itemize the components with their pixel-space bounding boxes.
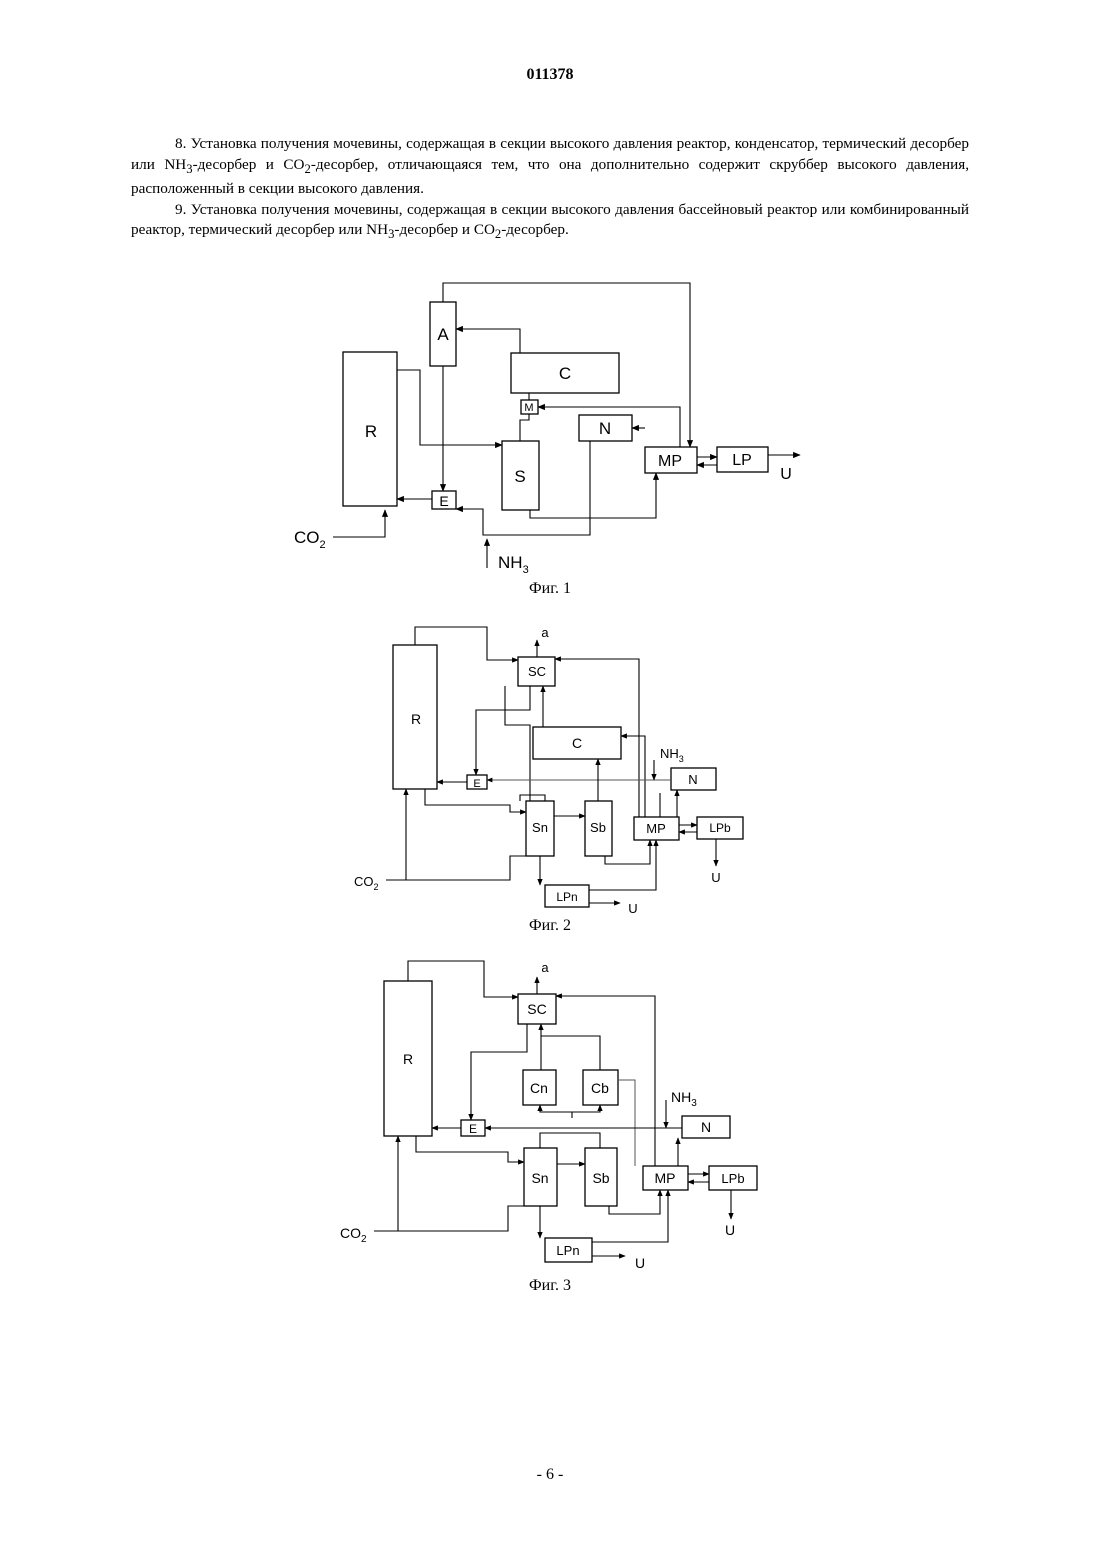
fig3-label-R: R <box>403 1051 413 1067</box>
fig3-line-split-to-Cn <box>540 1105 572 1118</box>
fig3-label-MP: MP <box>655 1170 676 1186</box>
fig1-label-E: E <box>439 493 448 509</box>
fig2-line-MP-to-C <box>621 736 645 817</box>
fig1-label-C: C <box>559 364 571 383</box>
fig3-line-CO2-to-R <box>374 1136 398 1231</box>
fig2-line-CO2-to-R <box>386 789 406 880</box>
fig1-label-A: A <box>437 325 449 344</box>
fig2-label-N: N <box>688 772 697 787</box>
fig2-label-SC: SC <box>528 664 546 679</box>
fig2-co2-text: CO <box>354 874 374 889</box>
fig1-label-U: U <box>780 466 792 483</box>
fig2-line-SC-to-E <box>476 686 530 775</box>
claim-8-part-b: -десорбер и CO <box>193 156 305 173</box>
fig1-line-S-to-MP <box>530 473 656 518</box>
fig3-nh3-sub: 3 <box>691 1098 697 1109</box>
fig2-co2-sub: 2 <box>374 882 379 892</box>
fig2-label-a: a <box>541 625 549 640</box>
fig3-line-CO2-to-Sn <box>398 1206 524 1231</box>
fig2-label-NH3: NH3 <box>660 746 684 764</box>
fig3-line-Cb-to-SC <box>541 1036 600 1070</box>
fig2-label-LPb: LPb <box>709 821 731 835</box>
fig2-label-R: R <box>411 711 421 727</box>
fig1-line-S-to-M <box>520 414 529 441</box>
fig2-nh3-sub: 3 <box>679 754 684 764</box>
fig1-label-LP: LP <box>732 452 752 469</box>
fig1-connections <box>333 283 800 568</box>
fig1-label-NH3: NH3 <box>498 553 529 576</box>
fig2-label-Sn: Sn <box>532 820 548 835</box>
fig3-line-SC-to-E <box>471 1024 527 1120</box>
fig2-label-Sb: Sb <box>590 820 606 835</box>
fig2-line-CO2-to-Sn <box>406 856 526 880</box>
fig1-nh3-text: NH <box>498 553 523 572</box>
figure-3-diagram: a SC R Cn Cb E N Sn Sb MP LPb LPn U U NH… <box>0 955 1100 1275</box>
fig1-label-R: R <box>365 422 377 441</box>
fig3-line-S-to-split <box>540 1133 600 1148</box>
fig3-label-U-bottom: U <box>635 1255 645 1271</box>
claims-text: 8. Установка получения мочевины, содержа… <box>131 134 969 245</box>
fig1-line-R-to-S <box>397 370 502 445</box>
fig3-label-LPn: LPn <box>556 1243 579 1258</box>
figure-1-diagram: A C R M N S E MP LP U CO2 NH3 <box>0 270 1100 580</box>
fig2-line-C-side <box>505 686 530 801</box>
fig1-label-MP: MP <box>658 453 682 470</box>
claim-9-part-b: -десорбер и CO <box>394 221 495 238</box>
fig2-label-LPn: LPn <box>556 890 577 904</box>
fig3-label-SC: SC <box>527 1001 546 1017</box>
fig3-label-CO2: CO2 <box>340 1225 367 1245</box>
fig3-label-N: N <box>701 1119 711 1135</box>
fig1-nh3-sub: 3 <box>523 564 529 576</box>
fig3-nh3-text: NH <box>671 1089 691 1105</box>
fig3-label-Sn: Sn <box>531 1170 548 1186</box>
fig3-co2-sub: 2 <box>361 1234 367 1245</box>
fig3-line-MP-to-Cb <box>618 1080 635 1166</box>
fig3-co2-text: CO <box>340 1225 361 1241</box>
document-number: 011378 <box>0 66 1100 84</box>
fig1-line-CO2-to-R <box>333 510 385 537</box>
page-number: - 6 - <box>0 1466 1100 1484</box>
fig2-line-R-to-Sn-top <box>520 795 545 801</box>
fig3-line-split-to-Cb <box>572 1105 600 1112</box>
fig2-label-U-bottom: U <box>628 901 637 916</box>
fig3-label-Sb: Sb <box>592 1170 609 1186</box>
fig1-co2-sub: 2 <box>320 539 326 551</box>
fig3-label-Cb: Cb <box>591 1080 609 1096</box>
claim-9: 9. Установка получения мочевины, содержа… <box>131 200 969 245</box>
fig3-label-Cn: Cn <box>530 1080 548 1096</box>
fig2-label-E: E <box>473 778 480 790</box>
fig1-label-S: S <box>514 467 525 486</box>
fig1-label-CO2: CO2 <box>294 528 326 551</box>
figure-1-caption: Фиг. 1 <box>0 580 1100 598</box>
fig3-label-a: a <box>541 960 549 975</box>
fig1-co2-text: CO <box>294 528 320 547</box>
fig3-label-U-right: U <box>725 1222 735 1238</box>
fig1-label-N: N <box>599 419 611 438</box>
fig2-label-CO2: CO2 <box>354 874 379 892</box>
claim-8: 8. Установка получения мочевины, содержа… <box>131 134 969 200</box>
figure-2-diagram: a SC R C E N Sn Sb MP LPb LPn U U NH3 CO… <box>0 620 1100 920</box>
figure-2-caption: Фиг. 2 <box>0 917 1100 935</box>
fig2-label-MP: MP <box>646 821 666 836</box>
fig2-line-R-to-Sn <box>425 789 526 812</box>
fig3-label-NH3: NH3 <box>671 1089 697 1109</box>
figure-3-caption: Фиг. 3 <box>0 1277 1100 1295</box>
fig2-label-C: C <box>572 735 582 751</box>
fig3-label-LPb: LPb <box>721 1171 744 1186</box>
fig2-nh3-text: NH <box>660 746 679 761</box>
claim-9-part-c: -десорбер. <box>501 221 569 238</box>
fig3-label-E: E <box>469 1122 477 1136</box>
fig1-label-M: M <box>524 402 533 414</box>
fig1-line-C-to-A <box>456 329 520 353</box>
fig2-label-U-right: U <box>711 870 720 885</box>
fig3-line-R-to-Sn <box>416 1136 524 1162</box>
